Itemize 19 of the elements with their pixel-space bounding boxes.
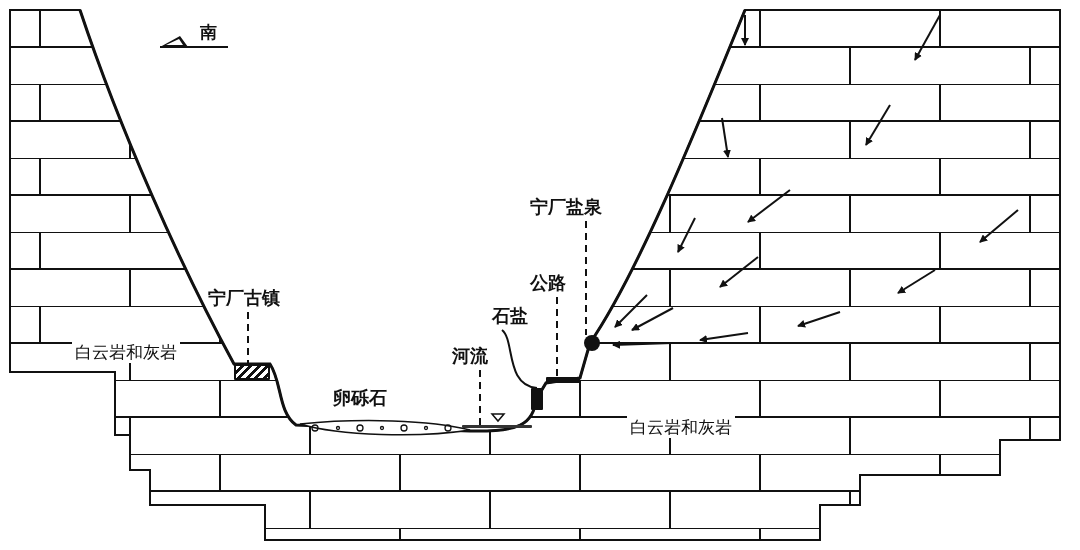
leader-line [479,369,481,426]
leader-line [247,311,249,365]
place-label: 宁厂古镇 [208,286,280,310]
place-label: 公路 [530,271,566,295]
place-label: 宁厂盐泉 [530,195,602,219]
direction-label: 南 [200,21,217,43]
rock-salt-deposit [531,388,543,410]
water-surface [462,425,532,428]
gravel-label: 卵砾石 [333,387,387,409]
leader-line [585,220,587,336]
place-label: 石盐 [492,304,528,328]
place-label: 河流 [452,344,488,368]
leader-line [501,329,538,389]
leader-line [556,296,558,378]
rock-label: 白云岩和灰岩 [627,416,735,438]
road [546,377,580,383]
salt-spring [584,335,600,351]
town-block [234,364,270,380]
rock-label: 白云岩和灰岩 [72,341,180,363]
